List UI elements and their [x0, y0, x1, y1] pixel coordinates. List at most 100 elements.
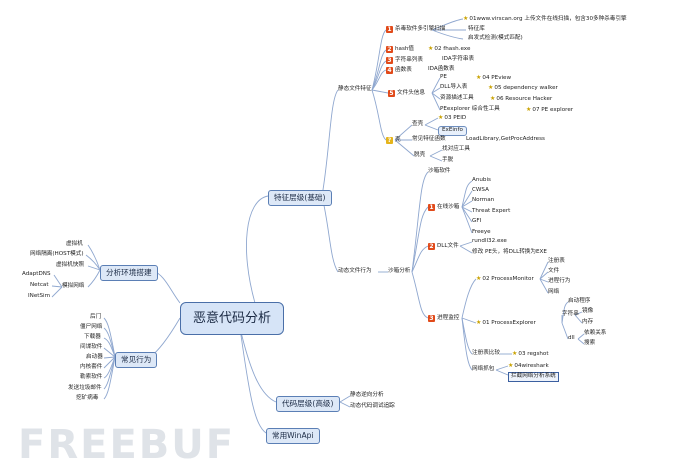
- star-icon: ★: [488, 84, 494, 91]
- online-item-node[interactable]: Anubis: [472, 177, 491, 183]
- sandbox-node[interactable]: 沙箱分析: [388, 268, 411, 274]
- flag-icon: 4: [386, 67, 393, 74]
- pe-tool-node[interactable]: ★04 PEview: [476, 74, 512, 81]
- detect-tool-node[interactable]: ExEinfo: [438, 126, 467, 136]
- dll-item-node[interactable]: rundll32.exe: [472, 238, 507, 244]
- dll-item-node[interactable]: 修改 PE头，将DLL转换为EXE: [472, 249, 547, 255]
- dll-node[interactable]: DLL导入表: [440, 84, 468, 90]
- hash-tool-node[interactable]: ★02 fhash.exe: [428, 45, 471, 52]
- detect-node[interactable]: 查壳: [412, 121, 424, 127]
- behavior-item-node[interactable]: 发送垃圾邮件: [68, 385, 102, 391]
- dll-tool-node[interactable]: ★05 dependency walker: [488, 84, 558, 91]
- procexp-dll-node[interactable]: dll: [568, 335, 575, 341]
- funcs-tool-node[interactable]: IDA函数表: [428, 66, 455, 72]
- procmon-item-node[interactable]: 进程行为: [548, 278, 571, 284]
- star-icon: ★: [508, 362, 514, 369]
- unpack-node[interactable]: 脱壳: [414, 152, 426, 158]
- dll-child-node[interactable]: 依赖关系: [584, 330, 607, 336]
- procexp-strings-node[interactable]: 字符串: [562, 311, 579, 317]
- branch-winapi[interactable]: 常用WinApi: [266, 428, 320, 444]
- procmon-item-node[interactable]: 注册表: [548, 258, 565, 264]
- pe-explorer-tool-node[interactable]: ★07 PE explorer: [526, 106, 574, 113]
- branch-env[interactable]: 分析环境搭建: [100, 265, 158, 281]
- behavior-item-node[interactable]: 勒索软件: [80, 374, 103, 380]
- shell-node[interactable]: ?壳: [386, 137, 401, 144]
- code-item-node[interactable]: 动态代码调试追踪: [350, 403, 395, 409]
- star-icon: ★: [428, 45, 434, 52]
- online-item-node[interactable]: CWSA: [472, 187, 489, 193]
- flag-icon: 5: [388, 90, 395, 97]
- branch-code-level[interactable]: 代码层级(高级): [276, 396, 340, 412]
- online-item-node[interactable]: Norman: [472, 197, 495, 203]
- pe-explorer-node[interactable]: PEexplorer 综合性工具: [440, 106, 500, 112]
- sim-tool-node[interactable]: Netcat: [30, 282, 49, 288]
- env-item-node[interactable]: 网络隔离(HOST模式): [30, 251, 84, 257]
- net-item-node[interactable]: 拦截网络分析系统: [508, 372, 559, 382]
- branch-behaviors[interactable]: 常见行为: [115, 352, 158, 368]
- unpack-tool-node[interactable]: 手脱: [442, 157, 454, 163]
- sim-tool-node[interactable]: AdaptDNS: [22, 271, 51, 277]
- procmon-item-node[interactable]: 网络: [548, 289, 560, 295]
- behavior-item-node[interactable]: 下载器: [84, 334, 101, 340]
- env-item-node[interactable]: 模拟网络: [62, 283, 85, 289]
- strings-item-node[interactable]: 镜像: [582, 308, 594, 314]
- unpack-label-node[interactable]: 常见特征函数: [412, 136, 446, 142]
- unpack-tool-node[interactable]: 找对应工具: [442, 146, 470, 152]
- code-item-node[interactable]: 静态逆向分析: [350, 392, 384, 398]
- reg-node[interactable]: 注册表比较: [472, 350, 500, 356]
- flag-icon: 1: [428, 204, 435, 211]
- env-item-node[interactable]: 虚拟机: [66, 241, 83, 247]
- star-icon: ★: [438, 114, 444, 121]
- res-node[interactable]: 资源描述工具: [440, 95, 474, 101]
- flag-icon: 2: [386, 46, 393, 53]
- sim-tool-node[interactable]: INetSim: [28, 293, 51, 299]
- detect-tool-node[interactable]: ★03 PEID: [438, 114, 467, 121]
- net-item-node[interactable]: ★04wireshark: [508, 362, 549, 369]
- procexp-node[interactable]: ★01 ProcessExplorer: [476, 319, 536, 326]
- flag-icon: 1: [386, 26, 393, 33]
- center-node[interactable]: 恶意代码分析: [180, 302, 285, 335]
- behavior-item-node[interactable]: 挖矿病毒: [76, 395, 99, 401]
- procmon-node[interactable]: ★02 ProcessMonitor: [476, 275, 534, 282]
- flag-icon: 3: [386, 57, 393, 64]
- online-item-node[interactable]: Freeye: [472, 229, 491, 235]
- dll-child-node[interactable]: 搜索: [584, 340, 596, 346]
- star-icon: ★: [476, 74, 482, 81]
- net-node[interactable]: 网络抓包: [472, 366, 495, 372]
- res-tool-node[interactable]: ★06 Resource Hacker: [490, 95, 553, 102]
- unpack-funcs-node[interactable]: LoadLibrary,GetProcAddress: [466, 136, 545, 142]
- strings-tool-node[interactable]: IDA字符串表: [442, 56, 475, 62]
- procmon-item-node[interactable]: 文件: [548, 268, 560, 274]
- online-item-node[interactable]: GFI: [472, 218, 482, 224]
- online-item-node[interactable]: Threat Expert: [472, 208, 511, 214]
- reg-tool-node[interactable]: ★03 regshot: [512, 350, 549, 357]
- procexp-child-node[interactable]: 启动程序: [568, 298, 591, 304]
- behavior-item-node[interactable]: 后门: [90, 314, 102, 320]
- env-item-node[interactable]: 虚拟机快照: [56, 262, 84, 268]
- virus-item-node[interactable]: 启发式检测(模式匹配): [468, 35, 523, 41]
- strings-item-node[interactable]: 内存: [582, 319, 594, 325]
- virus-site-node[interactable]: ★01www.virscan.org 上传文件在线扫描，包含30多种杀毒引擎: [463, 15, 627, 22]
- behavior-item-node[interactable]: 僵尸网络: [80, 324, 103, 330]
- pe-node[interactable]: PE: [440, 74, 447, 80]
- freebuf-watermark: FREEBUF: [18, 422, 236, 468]
- star-icon: ★: [476, 275, 482, 282]
- behavior-item-node[interactable]: 间谍软件: [80, 344, 103, 350]
- virus-item-node[interactable]: 特征库: [468, 26, 485, 32]
- behavior-item-node[interactable]: 内核套件: [80, 364, 103, 370]
- sandbox-top-node[interactable]: 沙箱软件: [428, 168, 451, 174]
- branch-features[interactable]: 特征层级(基础): [268, 190, 332, 206]
- static-features-node[interactable]: 静态文件特征: [338, 86, 372, 92]
- behavior-item-node[interactable]: 启动器: [86, 354, 103, 360]
- dynamic-node[interactable]: 动态文件行为: [338, 268, 372, 274]
- flag-icon: 2: [428, 243, 435, 250]
- star-icon: ★: [512, 350, 518, 357]
